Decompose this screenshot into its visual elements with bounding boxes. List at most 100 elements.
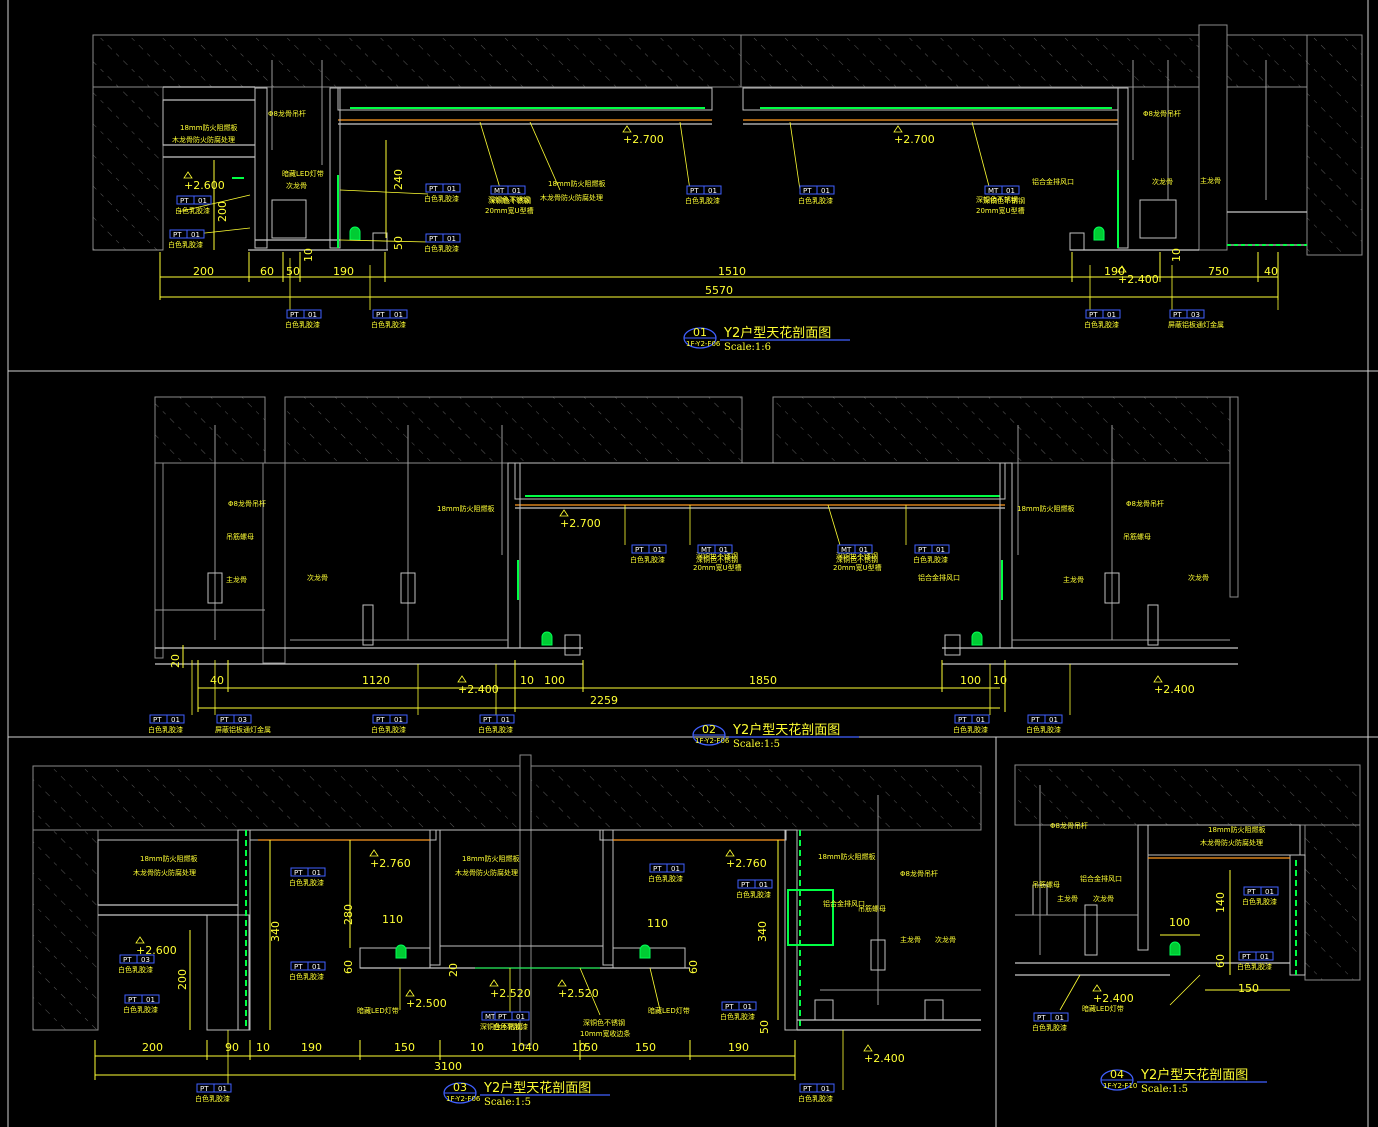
sec01-tag-8-num: 01: [308, 311, 317, 319]
sec03-dim-20: 340: [756, 921, 769, 942]
sec01-tag-11-code: PT: [1173, 311, 1182, 319]
sec01-tag-9-code: PT: [376, 311, 385, 319]
sec03-dim-15: 110: [382, 913, 403, 926]
sec01-tag-7-label: 深铜色不锈钢: [983, 196, 1025, 205]
sec02-tag-6-label: 深铜色不锈钢: [836, 555, 878, 564]
sec02-tag-3-label: 白色乳胶漆: [478, 725, 513, 734]
sec03-level-1-marker: [369, 849, 379, 857]
sec03-note-11: 深铜色不锈钢: [583, 1018, 625, 1027]
sec02-tag-8-code: PT: [958, 716, 967, 724]
sec01-tag-5-label: 白色乳胶漆: [685, 196, 720, 205]
sec02-level-1: +2.400: [458, 683, 499, 696]
sec04-tag-0-num: 01: [1265, 888, 1274, 896]
sec02-note-8: 20mm宽U型槽: [833, 563, 882, 572]
sec02-note-5: 深铜色不锈钢: [696, 551, 738, 560]
sec02-note-1: 吊筋螺母: [226, 532, 254, 541]
sec04-tag-2-code: PT: [1037, 1014, 1046, 1022]
sec04-note-6: 次龙骨: [1093, 894, 1114, 903]
sec03-tag-6-label: 深铜色不锈钢: [480, 1022, 522, 1031]
sec01-dim-7: 750: [1208, 265, 1229, 278]
sec02-tag-3-code: PT: [483, 716, 492, 724]
sec03-tag-1-label: 白色乳胶漆: [123, 1005, 158, 1014]
sec02-note-2: 主龙骨: [226, 575, 247, 584]
sec02-dim-2: 1120: [362, 674, 390, 687]
sec03-dim-5: 10: [470, 1041, 484, 1054]
sec01-tag-4-code: MT: [494, 187, 505, 195]
sec04-level-0: +2.400: [1093, 992, 1134, 1005]
sec02-tag-2-num: 01: [394, 716, 403, 724]
sec03-tag-10-label: 白色乳胶漆: [798, 1094, 833, 1103]
sec01-dim-8: 40: [1264, 265, 1278, 278]
sec03-tag-8-code: PT: [725, 1003, 734, 1011]
sec02-tag-3-num: 01: [501, 716, 510, 724]
sec01-note-14: 20mm宽U型槽: [976, 206, 1025, 215]
sec01-dim-9: 5570: [705, 284, 733, 297]
sec02-tag-7-num: 01: [936, 546, 945, 554]
sec04-title: Y2户型天花剖面图: [1140, 1067, 1248, 1083]
sec01-note-3: 暗藏LED灯带: [282, 169, 324, 178]
sec03-dim-4: 150: [394, 1041, 415, 1054]
sec03-dim-16: 60: [342, 960, 355, 974]
sec02-dim-8: 2259: [590, 694, 618, 707]
sec01-tag-7-num: 01: [1006, 187, 1015, 195]
sec02-tag-1-num: 03: [238, 716, 247, 724]
panel-frames: [7, 0, 1378, 1127]
sec03-level-5-marker: [557, 979, 567, 987]
sec04-dim-1: 140: [1214, 892, 1227, 913]
sec02-tag-8-num: 01: [976, 716, 985, 724]
sec02-dim-0: 20: [169, 654, 182, 668]
sec03-level-2-marker: [725, 849, 735, 857]
section-04: [1014, 764, 1361, 1011]
sec01-tag-10-label: 白色乳胶漆: [1084, 320, 1119, 329]
sec01-note-13: 深铜色不锈钢: [976, 195, 1018, 204]
sec02-dim-4: 100: [544, 674, 565, 687]
sec01-dim-3: 190: [333, 265, 354, 278]
sec03-level-6-marker: [863, 1044, 873, 1052]
sec01-dim-4: 1510: [718, 265, 746, 278]
sec01-dim-6: 10: [1170, 248, 1183, 262]
sec02-tag-1-label: 屏蔽铝板通灯金属: [215, 725, 271, 734]
sec01-scale: Scale:1:6: [724, 342, 771, 353]
sec01-tag-1-code: PT: [173, 231, 182, 239]
sec03-tag-9-code: PT: [200, 1085, 209, 1093]
sec01-tag-6-code: PT: [803, 187, 812, 195]
sec02-tag-4-num: 01: [653, 546, 662, 554]
sec03-tag-7-num: 01: [516, 1013, 525, 1021]
sec02-note-11: Φ8龙骨吊杆: [1126, 499, 1164, 508]
sec03-tag-1-num: 01: [146, 996, 155, 1004]
sec04-note-1: 18mm防火阻燃板: [1208, 825, 1266, 834]
sec01-tag-9-num: 01: [394, 311, 403, 319]
sec03-tag-5-code: PT: [741, 881, 750, 889]
section-02: [154, 396, 1239, 715]
sec01-dim-1: 60: [260, 265, 274, 278]
sec04-tag-2-label: 白色乳胶漆: [1032, 1023, 1067, 1032]
sec04-tag-1-num: 01: [1260, 953, 1269, 961]
sec01-note-10: Φ8龙骨吊杆: [1143, 109, 1181, 118]
sec01-tag-5-num: 01: [708, 187, 717, 195]
sec02-dim-6: 100: [960, 674, 981, 687]
sec01-tag-8-label: 白色乳胶漆: [285, 320, 320, 329]
sec03-note-0: 18mm防火阻燃板: [140, 854, 198, 863]
sec02-note-9: 18mm防火阻燃板: [1017, 504, 1075, 513]
sec02-tag-6-code: MT: [841, 546, 852, 554]
sec02-dim-5: 1850: [749, 674, 777, 687]
sec03-dim-12: 340: [269, 921, 282, 942]
sec02-tag-0-num: 01: [171, 716, 180, 724]
sec04-tag-0-label: 白色乳胶漆: [1242, 897, 1277, 906]
sec02-level-2-marker: [1153, 675, 1163, 683]
sec02-tag-7-code: PT: [918, 546, 927, 554]
sec01-dim-0: 200: [193, 265, 214, 278]
sec03-tag-3-label: 白色乳胶漆: [289, 972, 324, 981]
sec04-note-7: 暗藏LED灯带: [1082, 1004, 1124, 1013]
sec03-level-4-marker: [489, 979, 499, 987]
sec03-tag-2-label: 白色乳胶漆: [289, 878, 324, 887]
sec01-level-0-marker: [183, 171, 193, 179]
sec03-tag-5-num: 01: [759, 881, 768, 889]
sec03-note-9: 次龙骨: [935, 935, 956, 944]
sec02-ref: 1F-Y2-F06: [695, 737, 730, 745]
sec04-id: 04: [1110, 1068, 1124, 1081]
sec03-tag-6-code: MT: [485, 1013, 496, 1021]
sec01-note-8: 次龙骨: [1152, 177, 1173, 186]
sec03-tag-3-num: 01: [312, 963, 321, 971]
